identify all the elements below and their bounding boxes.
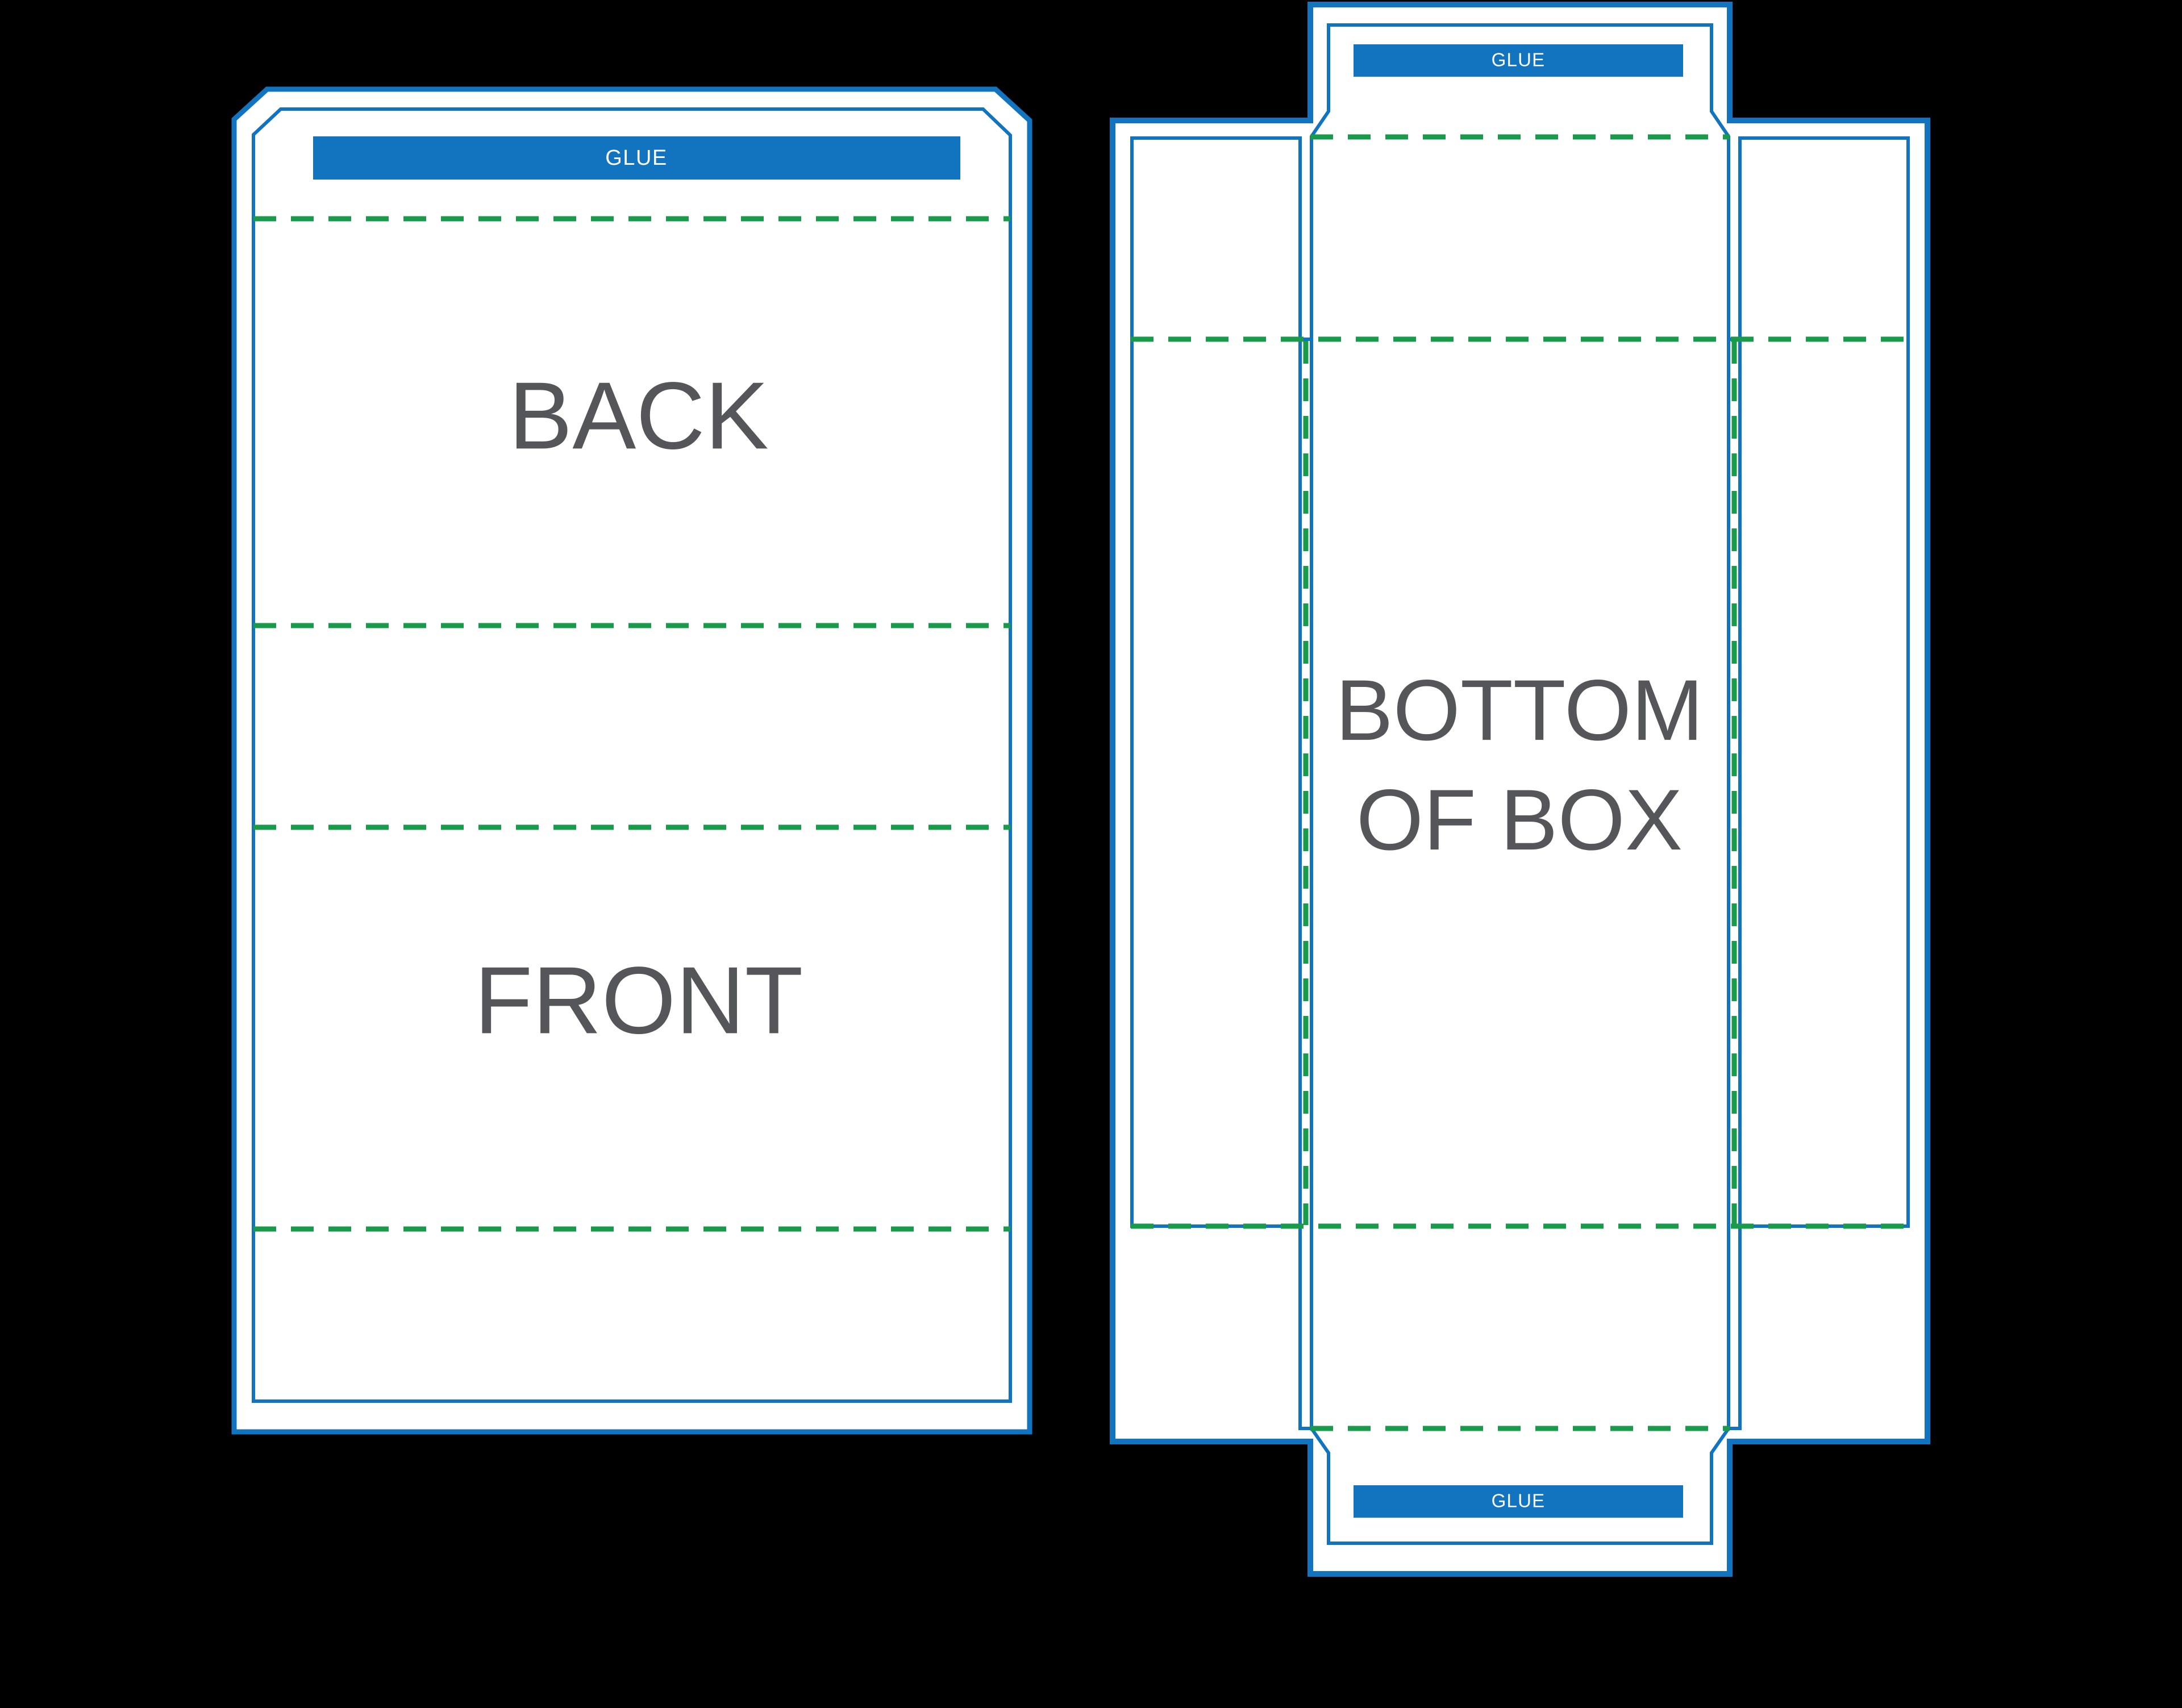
bottom-of-box-label-line2: OF BOX xyxy=(1356,772,1683,868)
left-glue-area xyxy=(313,136,960,180)
back-panel-label: BACK xyxy=(509,362,769,469)
right-glue-area-bottom xyxy=(1354,1485,1683,1518)
right-dieline-group: GLUE GLUE BOTTOM OF BOX xyxy=(1110,2,1930,1577)
right-bottom-right-slit-outline xyxy=(1727,1226,1742,1430)
right-glue-label-bottom: GLUE xyxy=(1492,1490,1546,1511)
front-panel-label: FRONT xyxy=(474,947,803,1053)
right-glue-label-top: GLUE xyxy=(1492,49,1546,70)
right-glue-area-top xyxy=(1354,44,1683,77)
right-top-left-slit-outline xyxy=(1298,138,1313,341)
right-outer-cut-path xyxy=(1110,2,1930,1577)
left-glue-label: GLUE xyxy=(605,146,667,170)
left-dieline-group: GLUE BACK FRONT xyxy=(231,86,1032,1435)
right-dustflap-upper-right xyxy=(1738,136,1910,1228)
bottom-of-box-label-line1: BOTTOM xyxy=(1335,662,1703,759)
right-bottom-left-slit-outline xyxy=(1298,1226,1313,1430)
left-inner-cut-path xyxy=(252,107,1012,1403)
